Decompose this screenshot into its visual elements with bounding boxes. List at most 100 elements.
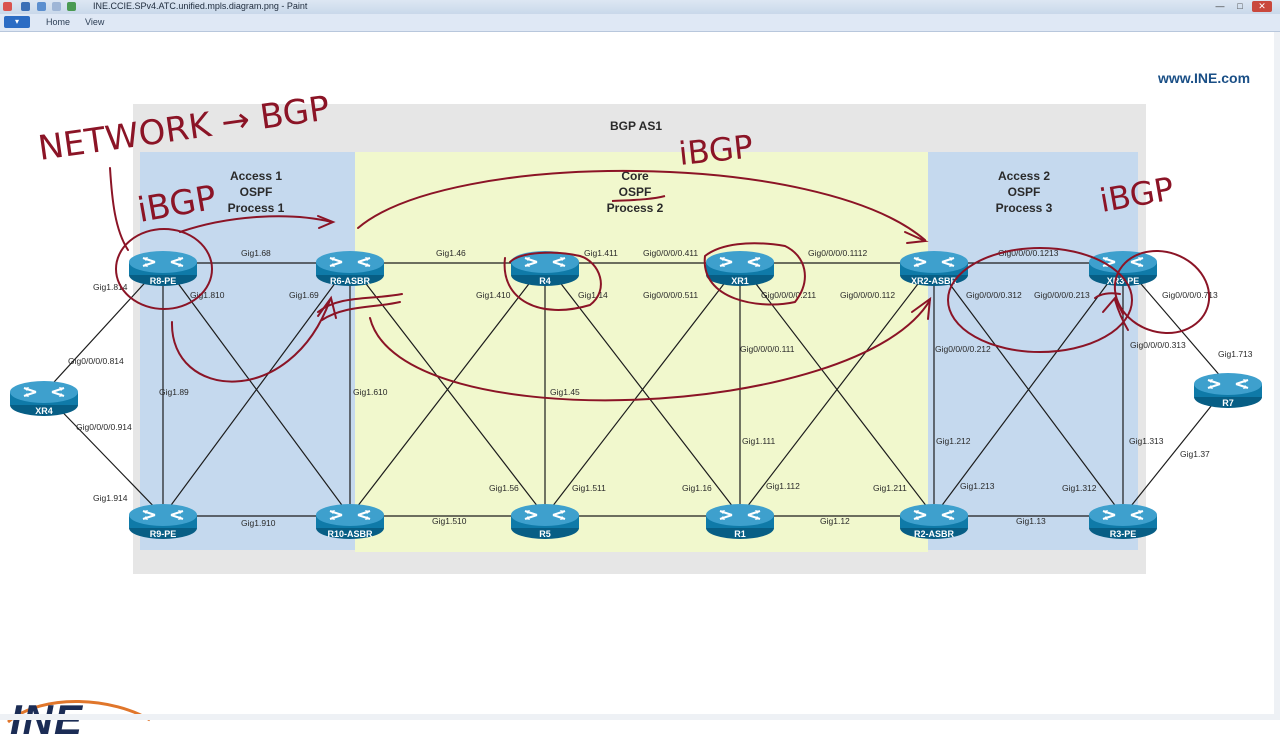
svg-text:XR3-PE: XR3-PE: [1107, 276, 1140, 286]
close-button[interactable]: ✕: [1252, 1, 1272, 12]
link-label: Gig0/0/0/0.814: [68, 356, 124, 366]
ribbon: ▾ Home View: [0, 14, 1280, 32]
link-label: Gig1.112: [766, 481, 800, 491]
link-label: Gig1.89: [159, 387, 189, 397]
router-r9-pe: R9-PE: [127, 502, 199, 541]
link-label: Gig0/0/0/0.914: [76, 422, 132, 432]
pen-annotations: [109, 167, 1211, 402]
svg-text:OSPF: OSPF: [240, 185, 273, 199]
link-label: Gig1.410: [476, 290, 511, 300]
svg-text:R4: R4: [539, 276, 551, 286]
link-label: Gig1.213: [960, 481, 995, 491]
link-label: Gig1.713: [1218, 349, 1253, 359]
vertical-scrollbar[interactable]: [1274, 32, 1280, 714]
router-xr4: XR4: [8, 379, 80, 418]
svg-text:Process 1: Process 1: [228, 201, 285, 215]
svg-text:R6-ASBR: R6-ASBR: [330, 276, 371, 286]
link-label: Gig1.37: [1180, 449, 1210, 459]
router-r6-asbr: R6-ASBR: [314, 249, 386, 288]
tab-view[interactable]: View: [85, 17, 105, 27]
bgp-as-label: BGP AS1: [610, 119, 662, 133]
maximize-button[interactable]: □: [1237, 1, 1243, 11]
svg-text:R5: R5: [539, 529, 551, 539]
svg-text:Core: Core: [621, 169, 649, 183]
save-icon[interactable]: [21, 2, 30, 11]
link-label: Gig1.111: [742, 436, 776, 446]
svg-text:R10-ASBR: R10-ASBR: [327, 529, 373, 539]
link-label: Gig0/0/0/0.713: [1162, 290, 1218, 300]
router-xr1: XR1: [704, 249, 776, 288]
paint-canvas[interactable]: BGP AS1 Access 1 OSPF Process 1 Core OSP…: [0, 32, 1274, 743]
link-label: Gig0/0/0/0.111: [740, 344, 795, 354]
router-r7: R7: [1192, 371, 1264, 410]
router-r3-pe: R3-PE: [1087, 502, 1159, 541]
svg-text:R8-PE: R8-PE: [150, 276, 177, 286]
svg-text:Process 3: Process 3: [996, 201, 1053, 215]
router-r4: R4: [509, 249, 581, 288]
minimize-button[interactable]: —: [1215, 1, 1225, 11]
link-label: Gig1.212: [936, 436, 971, 446]
link-label: Gig1.56: [489, 483, 519, 493]
link-label: Gig0/0/0/0.1112: [808, 248, 868, 258]
svg-text:XR4: XR4: [35, 406, 53, 416]
link-label: Gig1.610: [353, 387, 388, 397]
router-r5: R5: [509, 502, 581, 541]
link-label: Gig1.511: [572, 483, 606, 493]
interface-labels: Gig1.68 Gig1.46 Gig1.411 Gig0/0/0/0.411 …: [68, 248, 1253, 528]
link-label: Gig1.46: [436, 248, 466, 258]
core-zone: [355, 152, 928, 552]
link-label: Gig0/0/0/0.411: [643, 248, 698, 258]
router-r2-asbr: R2-ASBR: [898, 502, 970, 541]
title-bar: INE.CCIE.SPv4.ATC.unified.mpls.diagram.p…: [0, 0, 1280, 15]
link-label: Gig1.13: [1016, 516, 1046, 526]
ine-swoosh-icon: [7, 700, 151, 724]
undo-icon[interactable]: [37, 2, 46, 11]
tab-home[interactable]: Home: [46, 17, 71, 27]
router-r10-asbr: R10-ASBR: [314, 502, 386, 541]
svg-text:XR2-ASBR: XR2-ASBR: [911, 276, 958, 286]
link-label: Gig0/0/0/0.313: [1130, 340, 1186, 350]
link-label: Gig1.814: [93, 282, 128, 292]
link-label: Gig1.68: [241, 248, 271, 258]
link-label: Gig1.312: [1062, 483, 1097, 493]
svg-text:Access 2: Access 2: [998, 169, 1050, 183]
paint-app-icon: [3, 2, 12, 11]
paint-menu-button[interactable]: ▾: [4, 16, 30, 28]
network-diagram: BGP AS1 Access 1 OSPF Process 1 Core OSP…: [8, 88, 1264, 574]
link-label: Gig0/0/0/0.1213: [998, 248, 1059, 258]
svg-text:OSPF: OSPF: [1008, 185, 1041, 199]
link-label: Gig1.914: [93, 493, 128, 503]
ine-url: www.INE.com: [1158, 70, 1251, 86]
link-label: Gig1.510: [432, 516, 467, 526]
svg-text:OSPF: OSPF: [619, 185, 652, 199]
access2-zone-label: Access 2 OSPF Process 3: [996, 169, 1053, 215]
link-label: Gig0/0/0/0.312: [966, 290, 1022, 300]
router-r8-pe: R8-PE: [127, 249, 199, 288]
ospf-underline: [611, 195, 666, 202]
core-zone-label: Core OSPF Process 2: [607, 169, 664, 215]
link-label: Gig1.411: [584, 248, 618, 258]
ine-logo: INE: [7, 696, 151, 744]
link-label: Gig1.211: [873, 483, 907, 493]
link-label: Gig1.14: [578, 290, 608, 300]
svg-text:R9-PE: R9-PE: [150, 529, 177, 539]
link-label: Gig1.810: [190, 290, 225, 300]
ibgp-note-core: iBGP: [677, 127, 755, 173]
svg-text:Access 1: Access 1: [230, 169, 282, 183]
link-label: Gig1.12: [820, 516, 850, 526]
properties-icon[interactable]: [67, 2, 76, 11]
link-label: Gig0/0/0/0.112: [840, 290, 895, 300]
access1-zone-label: Access 1 OSPF Process 1: [228, 169, 285, 215]
link-label: Gig1.69: [289, 290, 319, 300]
link-label: Gig0/0/0/0.511: [643, 290, 698, 300]
router-xr2-asbr: XR2-ASBR: [898, 249, 970, 288]
link-label: Gig0/0/0/0.212: [935, 344, 991, 354]
svg-text:R1: R1: [734, 529, 746, 539]
link-label: Gig1.45: [550, 387, 580, 397]
link-label: Gig1.910: [241, 518, 276, 528]
window-title: INE.CCIE.SPv4.ATC.unified.mpls.diagram.p…: [93, 1, 308, 11]
horizontal-scrollbar[interactable]: [0, 714, 1280, 720]
router-r1: R1: [704, 502, 776, 541]
svg-text:R2-ASBR: R2-ASBR: [914, 529, 955, 539]
redo-icon[interactable]: [52, 2, 61, 11]
